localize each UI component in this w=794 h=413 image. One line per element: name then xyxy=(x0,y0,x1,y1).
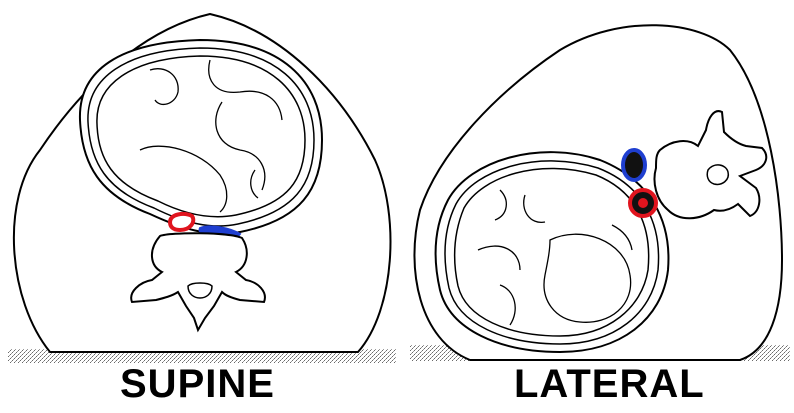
lateral-label: LATERAL xyxy=(514,362,705,407)
lateral-vena-cava xyxy=(623,150,645,180)
supine-label: SUPINE xyxy=(120,362,275,407)
supine-aorta xyxy=(170,214,193,230)
supine-panel xyxy=(8,14,396,363)
lateral-panel xyxy=(410,25,790,361)
supine-spinal-canal xyxy=(188,283,212,298)
lateral-spinal-canal xyxy=(707,165,728,184)
lateral-aorta-lumen-highlight xyxy=(638,198,648,208)
